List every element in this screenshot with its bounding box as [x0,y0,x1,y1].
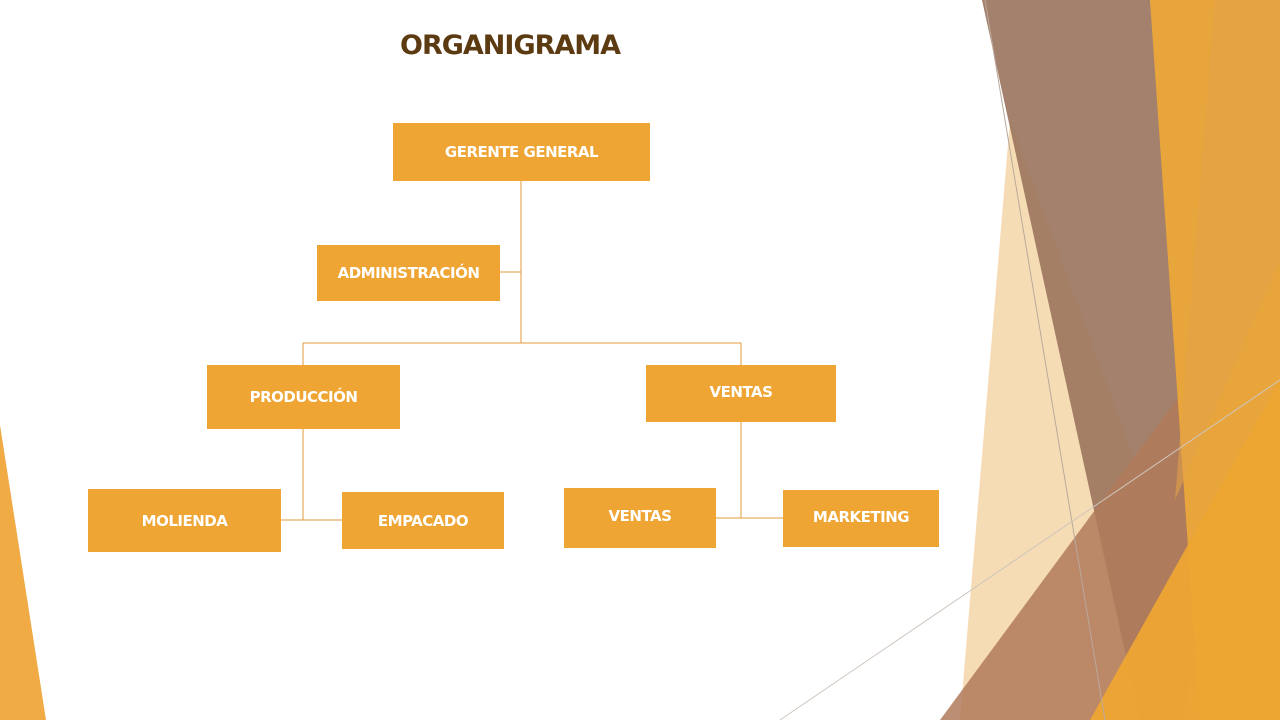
node-gerente-general: GERENTE GENERAL [393,123,650,181]
decor-orange-highlight [1175,0,1280,500]
node-ventas: VENTAS [646,365,836,422]
slide-title: ORGANIGRAMA [400,30,621,61]
node-produccion: PRODUCCIÓN [207,365,400,429]
decor-thin-line-2 [779,379,1280,720]
node-marketing: MARKETING [783,490,939,547]
node-administracion: ADMINISTRACIÓN [317,245,500,301]
node-empacado: EMPACADO [342,492,504,549]
decor-orange-lower-corner [1090,380,1280,720]
node-ventas-sub: VENTAS [564,488,716,548]
decor-thin-line-1 [984,0,1106,720]
node-molienda: MOLIENDA [88,489,281,552]
decor-left-orange-sliver [0,425,46,720]
